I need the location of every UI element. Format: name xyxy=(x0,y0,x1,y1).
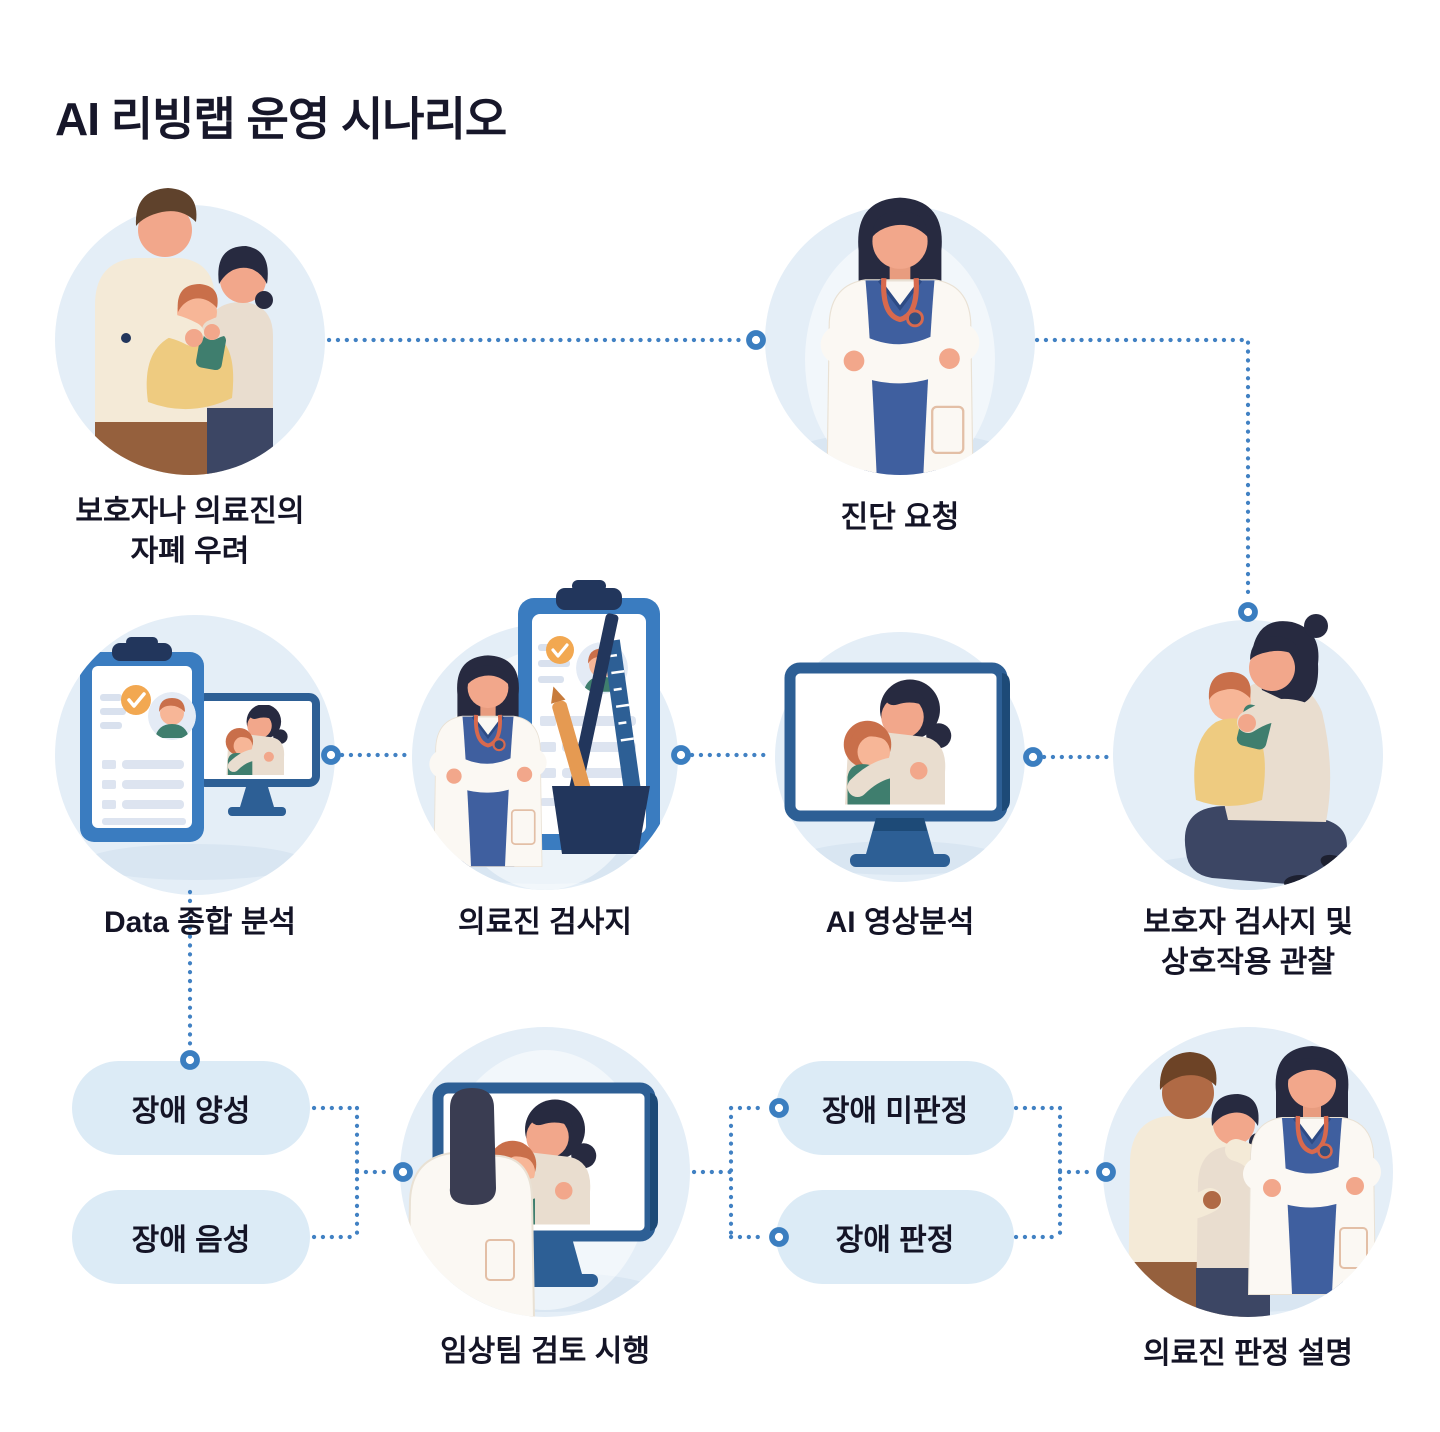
pill-disability-negative: 장애 음성 xyxy=(72,1190,310,1284)
label-diagnosis: 진단 요청 xyxy=(840,501,960,534)
label-ai-video: AI 영상분석 xyxy=(825,906,975,939)
pill-disability-positive: 장애 양성 xyxy=(72,1061,310,1155)
label-concern-line2: 자폐 우려 xyxy=(130,535,250,568)
clipboard-monitor-icon xyxy=(80,637,320,880)
monitor-video-icon xyxy=(784,662,1010,875)
doctors-family-illustration xyxy=(1128,1046,1375,1317)
doctor-clipboard-illustration xyxy=(434,580,660,890)
label-guardian-line1: 보호자 검사지 및 xyxy=(1143,906,1353,939)
mother-child-illustration xyxy=(1140,614,1356,890)
label-clinical: 임상팀 검토 시행 xyxy=(440,1335,650,1368)
label-guardian-line2: 상호작용 관찰 xyxy=(1161,946,1335,979)
label-guardian: 보호자 검사지 및 상호작용 관찰 xyxy=(1078,903,1418,983)
pill-disability-undetermined: 장애 미판정 xyxy=(776,1061,1014,1155)
label-explain: 의료진 판정 설명 xyxy=(1143,1337,1353,1370)
connector-diagnosis-to-guardian xyxy=(1034,337,1251,603)
label-concern-line1: 보호자나 의료진의 xyxy=(75,495,305,528)
doctor-illustration xyxy=(795,198,1005,475)
connector-clinical-to-pills xyxy=(691,1105,768,1240)
page-title: AI 리빙랩 운영 시나리오 xyxy=(55,92,507,145)
clinical-review-monitor-illustration xyxy=(406,1050,658,1317)
connector-pills-to-clinical xyxy=(311,1105,394,1240)
pill-disability-determined: 장애 판정 xyxy=(776,1190,1014,1284)
label-doctor-sheet: 의료진 검사지 xyxy=(458,906,632,939)
connector-pills-to-explain xyxy=(1013,1105,1096,1240)
label-data-analysis: Data 종합 분석 xyxy=(103,906,297,939)
label-concern: 보호자나 의료진의 자폐 우려 xyxy=(20,492,360,572)
